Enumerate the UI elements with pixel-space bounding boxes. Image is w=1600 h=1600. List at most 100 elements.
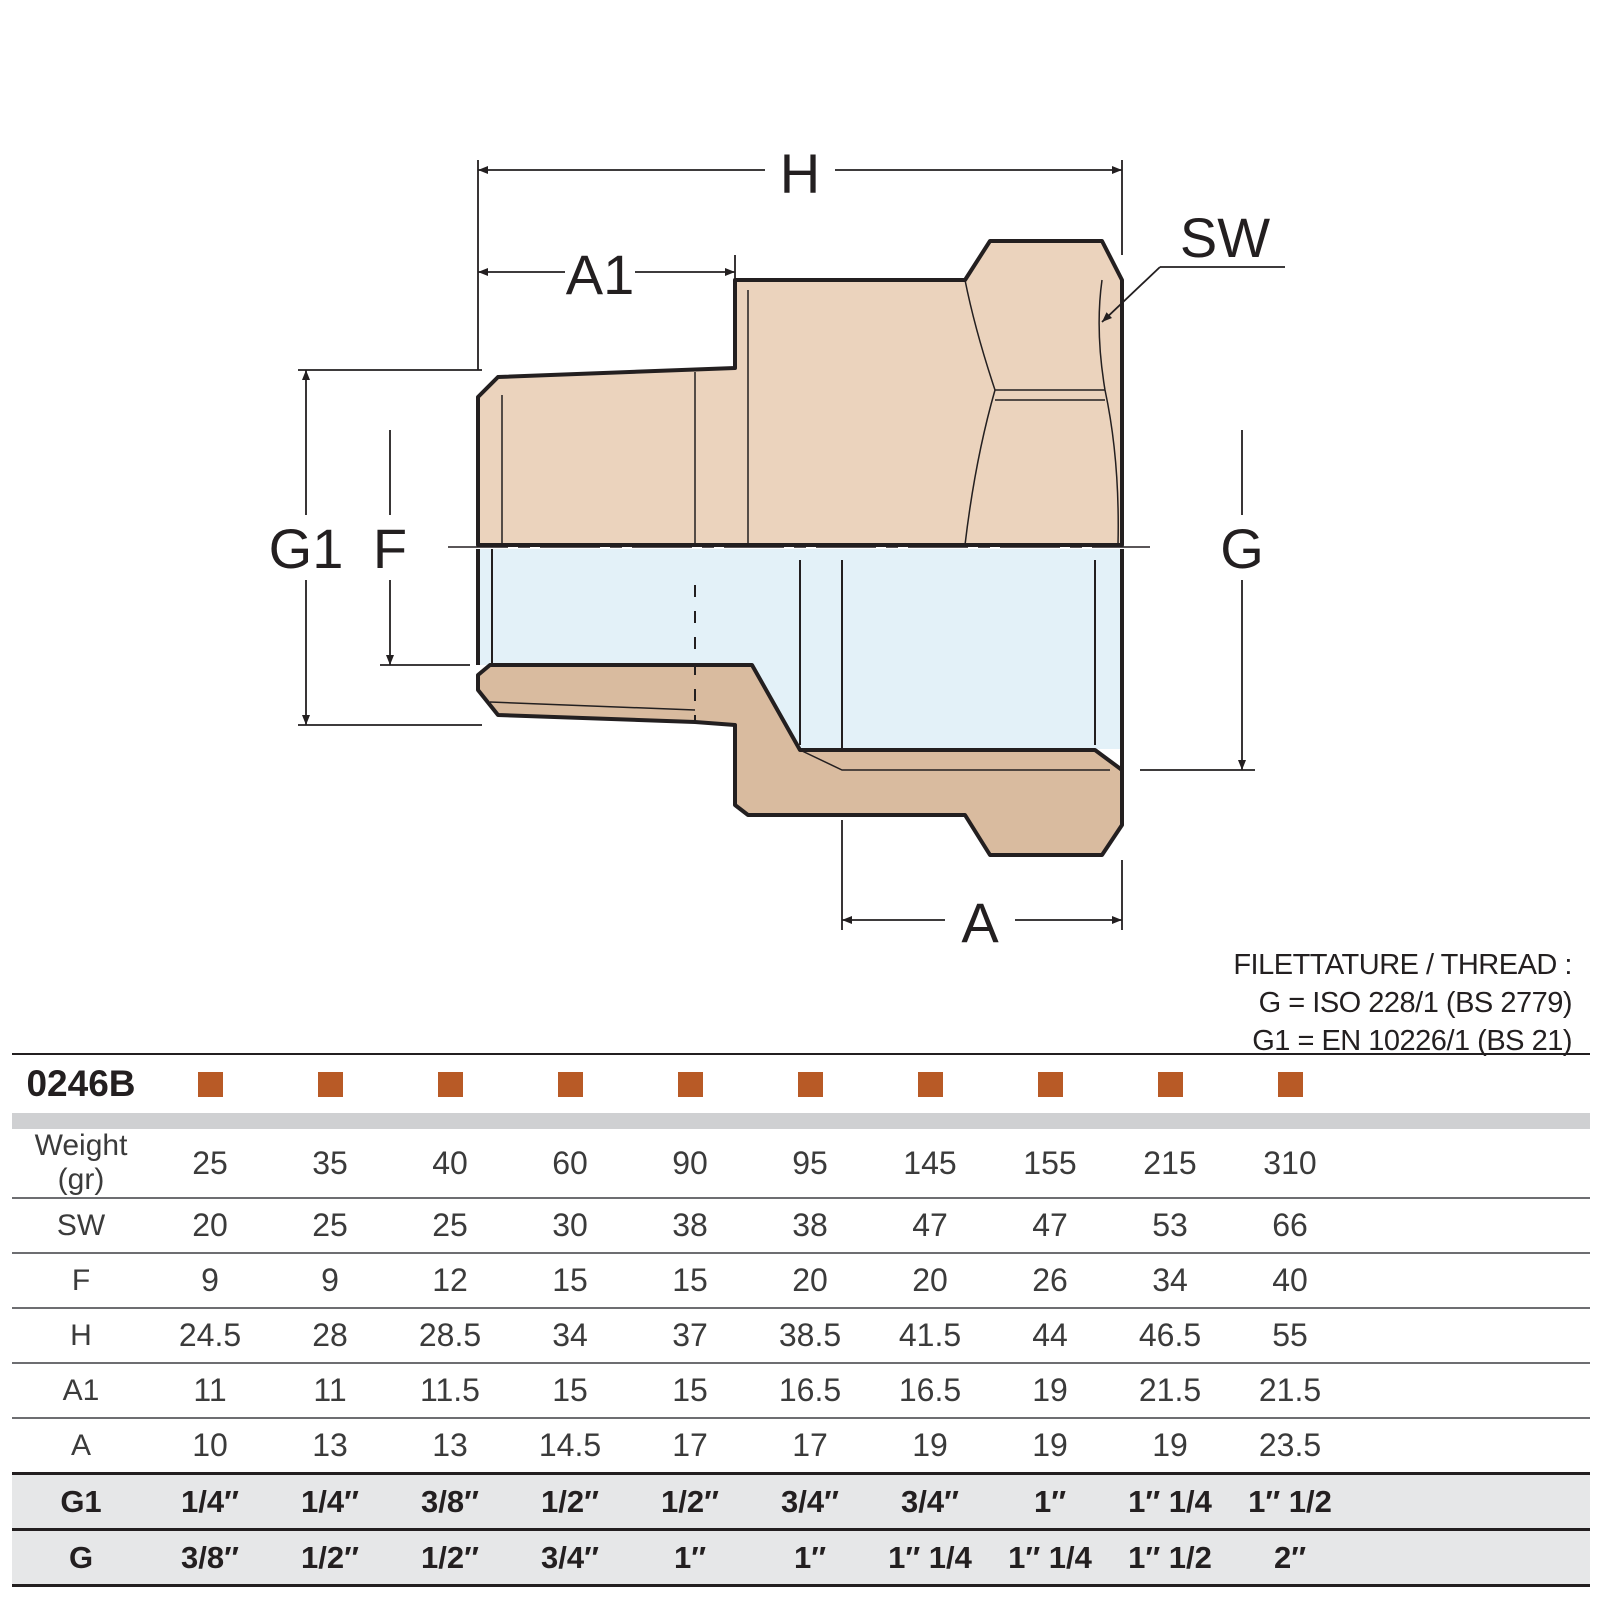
table-cell: 40 (1230, 1253, 1350, 1309)
table-cell: 30 (510, 1198, 630, 1254)
table-cell: 66 (1230, 1198, 1350, 1254)
table-cell: 155 (990, 1129, 1110, 1199)
table-cell: 55 (1230, 1308, 1350, 1364)
empty-cell (1350, 1053, 1590, 1113)
table-cell: 2″ (1230, 1529, 1350, 1587)
table-cell: 13 (270, 1418, 390, 1475)
table-cell: 3/4″ (510, 1529, 630, 1587)
hex-facet-lines (501, 279, 1119, 546)
product-code: 0246B (12, 1053, 150, 1113)
dim-label-a1: A1 (566, 243, 635, 306)
row-label: A (12, 1418, 150, 1475)
finish-swatch-icon (797, 1071, 823, 1097)
dim-label-f: F (373, 517, 407, 580)
table-cell: 1/2″ (390, 1529, 510, 1587)
table-cell: 90 (630, 1129, 750, 1199)
row-label: H (12, 1308, 150, 1364)
table-cell: 1/4″ (150, 1473, 270, 1531)
table-cell: 11 (150, 1363, 270, 1419)
header-separator (12, 1113, 1590, 1129)
variant-swatch-cell (270, 1053, 390, 1113)
thread-note-g1: G1 = EN 10226/1 (BS 21) (1252, 1025, 1572, 1057)
table-cell: 20 (150, 1198, 270, 1254)
bore-area-right (752, 549, 1122, 749)
table-cell: 53 (1110, 1198, 1230, 1254)
table-cell: 20 (750, 1253, 870, 1309)
table-cell: 12 (390, 1253, 510, 1309)
empty-cell (1350, 1418, 1590, 1475)
thread-note-title: FILETTATURE / THREAD : (1233, 949, 1572, 981)
table-cell: 41.5 (870, 1308, 990, 1364)
fitting-lower-section (476, 663, 1124, 857)
table-cell: 28.5 (390, 1308, 510, 1364)
bore-lines (491, 549, 1096, 770)
table-cell: 25 (390, 1198, 510, 1254)
table-cell: 44 (990, 1308, 1110, 1364)
table-cell: 38.5 (750, 1308, 870, 1364)
dim-label-h: H (780, 142, 820, 205)
finish-swatch-icon (437, 1071, 463, 1097)
table-cell: 1″ 1/4 (1110, 1473, 1230, 1531)
table-cell: 19 (870, 1418, 990, 1475)
table-cell: 21.5 (1230, 1363, 1350, 1419)
table-cell: 11 (270, 1363, 390, 1419)
table-cell: 35 (270, 1129, 390, 1199)
empty-cell (1350, 1363, 1590, 1419)
table-cell: 145 (870, 1129, 990, 1199)
sw-leader-arrow (1101, 266, 1161, 323)
table-cell: 34 (510, 1308, 630, 1364)
bore-outline (476, 549, 1124, 770)
variant-swatch-cell (990, 1053, 1110, 1113)
table-cell: 17 (630, 1418, 750, 1475)
table-cell: 1″ 1/2 (1110, 1529, 1230, 1587)
table-cell: 20 (870, 1253, 990, 1309)
variant-swatch-cell (1110, 1053, 1230, 1113)
table-cell: 9 (270, 1253, 390, 1309)
finish-swatch-icon (1157, 1071, 1183, 1097)
table-cell: 15 (510, 1253, 630, 1309)
table-cell: 40 (390, 1129, 510, 1199)
finish-swatch-icon (917, 1071, 943, 1097)
variant-swatch-cell (630, 1053, 750, 1113)
table-cell: 46.5 (1110, 1308, 1230, 1364)
technical-drawing: H A1 SW G1 F G A (269, 142, 1285, 954)
table-cell: 215 (1110, 1129, 1230, 1199)
table-cell: 15 (510, 1363, 630, 1419)
finish-swatch-icon (197, 1071, 223, 1097)
table-cell: 1″ 1/4 (870, 1529, 990, 1587)
finish-swatch-icon (1037, 1071, 1063, 1097)
table-cell: 1/4″ (270, 1473, 390, 1531)
empty-cell (1350, 1529, 1590, 1587)
table-cell: 19 (1110, 1418, 1230, 1475)
dim-label-a: A (961, 891, 999, 954)
finish-swatch-icon (1277, 1071, 1303, 1097)
table-cell: 60 (510, 1129, 630, 1199)
empty-cell (1350, 1129, 1590, 1199)
table-cell: 95 (750, 1129, 870, 1199)
row-label: F (12, 1253, 150, 1309)
table-cell: 1″ 1/4 (990, 1529, 1110, 1587)
table-cell: 26 (990, 1253, 1110, 1309)
finish-swatch-icon (317, 1071, 343, 1097)
table-cell: 3/4″ (870, 1473, 990, 1531)
table-cell: 1″ (750, 1529, 870, 1587)
table-cell: 25 (150, 1129, 270, 1199)
empty-cell (1350, 1308, 1590, 1364)
table-cell: 1″ 1/2 (1230, 1473, 1350, 1531)
empty-cell (1350, 1198, 1590, 1254)
thread-standards-note: FILETTATURE / THREAD : G = ISO 228/1 (BS… (1233, 946, 1572, 1060)
table-cell: 9 (150, 1253, 270, 1309)
finish-swatch-icon (677, 1071, 703, 1097)
table-cell: 34 (1110, 1253, 1230, 1309)
table-cell: 16.5 (750, 1363, 870, 1419)
table-cell: 1″ (990, 1473, 1110, 1531)
table-cell: 15 (630, 1363, 750, 1419)
